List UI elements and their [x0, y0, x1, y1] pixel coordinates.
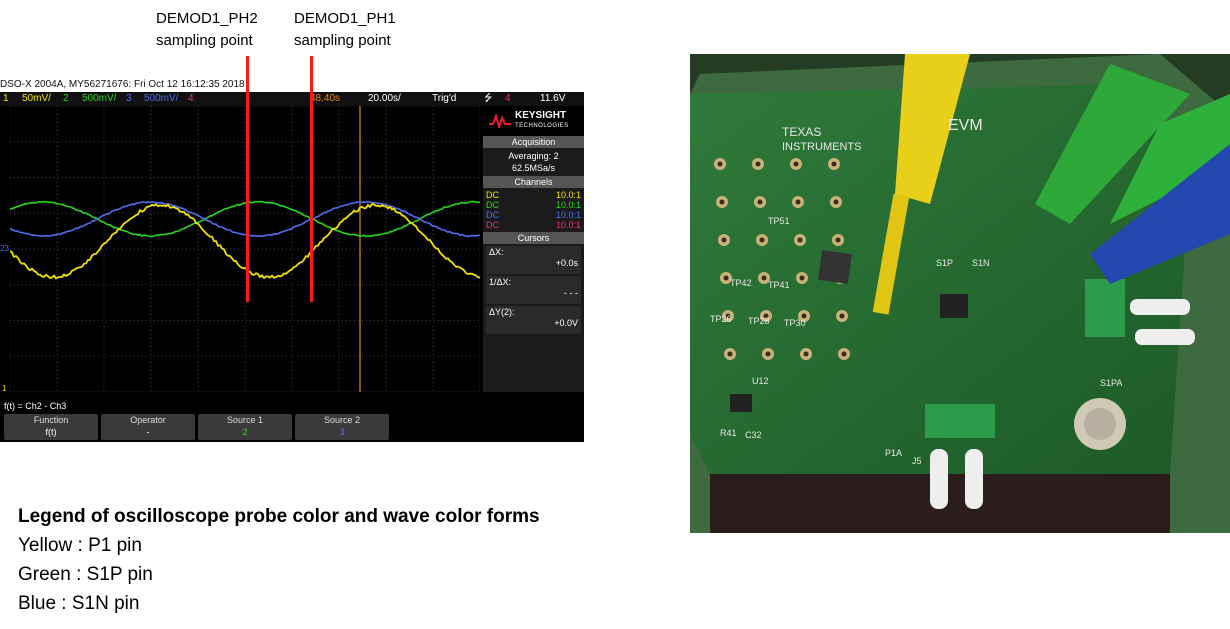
acquisition-mode: Averaging: 2 [483, 150, 584, 162]
cursor-dx: ΔX: +0.0s [486, 246, 581, 274]
softkey-source-2[interactable]: Source 2 3 [295, 414, 389, 440]
softkey-bar: Function f(t) Operator - Source 1 2 Sour… [0, 412, 584, 442]
cursors-title[interactable]: Cursors [483, 232, 584, 244]
trigger-edge-icon: ⭍ [484, 92, 492, 106]
channels-title[interactable]: Channels [483, 176, 584, 188]
ch2-number[interactable]: 2 [63, 92, 69, 106]
board-text-tp41: TP41 [768, 280, 790, 290]
channel-row-4: DC10.0:1 [483, 220, 584, 230]
ph1-sampling-marker [310, 56, 313, 302]
scope-header: DSO-X 2004A, MY56271676: Fri Oct 12 16:1… [0, 79, 584, 91]
annotation-ph2-line1: DEMOD1_PH2 [156, 8, 258, 30]
trigger-status: Trig'd [432, 92, 456, 106]
board-text-tp42: TP42 [730, 278, 752, 288]
ground-marker-2-3: 23 [0, 244, 9, 254]
trigger-channel: 4 [505, 92, 511, 106]
annotation-ph1-line1: DEMOD1_PH1 [294, 8, 396, 30]
ch2-scale: 500mV/ [82, 92, 116, 106]
ch4-number[interactable]: 4 [188, 92, 194, 106]
ground-marker-1: 1 [2, 384, 6, 394]
annotation-demod1-ph1: DEMOD1_PH1 sampling point [294, 8, 396, 52]
function-line: f(t) = Ch2 - Ch3 [0, 400, 584, 412]
terminal-block-j5 [925, 404, 995, 438]
waveform-graticule [10, 106, 480, 392]
scope-topbar: 1 50mV/ 2 500mV/ 3 500mV/ 4 48.40s 20.00… [0, 92, 584, 106]
ic-chip [818, 250, 852, 284]
waveform-svg [10, 106, 480, 392]
board-text-tp28: TP28 [748, 316, 770, 326]
ic-chip-2 [940, 294, 968, 318]
board-text-tp30: TP30 [784, 318, 806, 328]
ch1-number[interactable]: 1 [3, 92, 9, 106]
channel-row-3: DC10.0:1 [483, 210, 584, 220]
legend-item-blue: Blue : S1N pin [18, 589, 540, 618]
cursor-inv-dx: 1/ΔX: - - - [486, 276, 581, 304]
ph2-sampling-marker [246, 56, 249, 302]
legend-item-yellow: Yellow : P1 pin [18, 531, 540, 560]
scope-side-panel: KEYSIGHT TECHNOLOGIES Acquisition Averag… [483, 106, 584, 392]
grid-lines [10, 106, 480, 392]
board-text-j5: J5 [912, 456, 922, 466]
annotation-ph1-line2: sampling point [294, 30, 396, 52]
board-text-evm: EVM [948, 117, 983, 134]
board-text-p1a: P1A [885, 448, 902, 458]
keysight-wave-icon [489, 114, 511, 128]
board-text-s1p: S1P [936, 258, 953, 268]
board-illustration: TEXAS INSTRUMENTS EVM J5 P1A S1PA TP26 T… [690, 54, 1230, 533]
brand-name: KEYSIGHT [515, 110, 566, 121]
board-text-s1n: S1N [972, 258, 990, 268]
acquisition-info: Averaging: 2 62.5MSa/s [483, 148, 584, 176]
keysight-logo: KEYSIGHT TECHNOLOGIES [483, 106, 584, 136]
legend-title: Legend of oscilloscope probe color and w… [18, 502, 540, 531]
channels-list: DC10.0:1 DC10.0:1 DC10.0:1 DC10.0:1 [483, 188, 584, 232]
board-text-c32: C32 [745, 430, 762, 440]
ch3-scale: 500mV/ [144, 92, 178, 106]
annotation-demod1-ph2: DEMOD1_PH2 sampling point [156, 8, 258, 52]
horizontal-delay: 48.40s [310, 92, 340, 106]
legend-item-green: Green : S1P pin [18, 560, 540, 589]
board-text-instruments: INSTRUMENTS [782, 141, 861, 153]
board-text-r41: R41 [720, 428, 737, 438]
brand-sub: TECHNOLOGIES [515, 121, 569, 131]
board-text-u12: U12 [752, 376, 769, 386]
trigger-level: 11.6V [540, 92, 565, 106]
annotation-ph2-line2: sampling point [156, 30, 258, 52]
softkey-function[interactable]: Function f(t) [4, 414, 98, 440]
probe-legend: Legend of oscilloscope probe color and w… [18, 502, 540, 618]
board-text-texas: TEXAS [782, 125, 821, 139]
board-text-s1pa: S1PA [1100, 378, 1122, 388]
softkey-source-1[interactable]: Source 1 2 [198, 414, 292, 440]
board-text-tp51: TP51 [768, 216, 790, 226]
softkey-operator[interactable]: Operator - [101, 414, 195, 440]
board-text-tp26: TP26 [710, 314, 732, 324]
acquisition-rate: 62.5MSa/s [483, 162, 584, 174]
ch1-scale: 50mV/ [22, 92, 51, 106]
ic-u12 [730, 394, 752, 412]
terminal-block-right [1085, 279, 1125, 337]
evm-board-photo: TEXAS INSTRUMENTS EVM J5 P1A S1PA TP26 T… [690, 54, 1230, 533]
cursor-dy: ΔY(2): +0.0V [486, 306, 581, 334]
timebase: 20.00s/ [368, 92, 401, 106]
acquisition-title[interactable]: Acquisition [483, 136, 584, 148]
channel-row-2: DC10.0:1 [483, 200, 584, 210]
channel-row-1: DC10.0:1 [483, 190, 584, 200]
oscilloscope-screen: 1 50mV/ 2 500mV/ 3 500mV/ 4 48.40s 20.00… [0, 92, 584, 442]
ch3-number[interactable]: 3 [126, 92, 132, 106]
